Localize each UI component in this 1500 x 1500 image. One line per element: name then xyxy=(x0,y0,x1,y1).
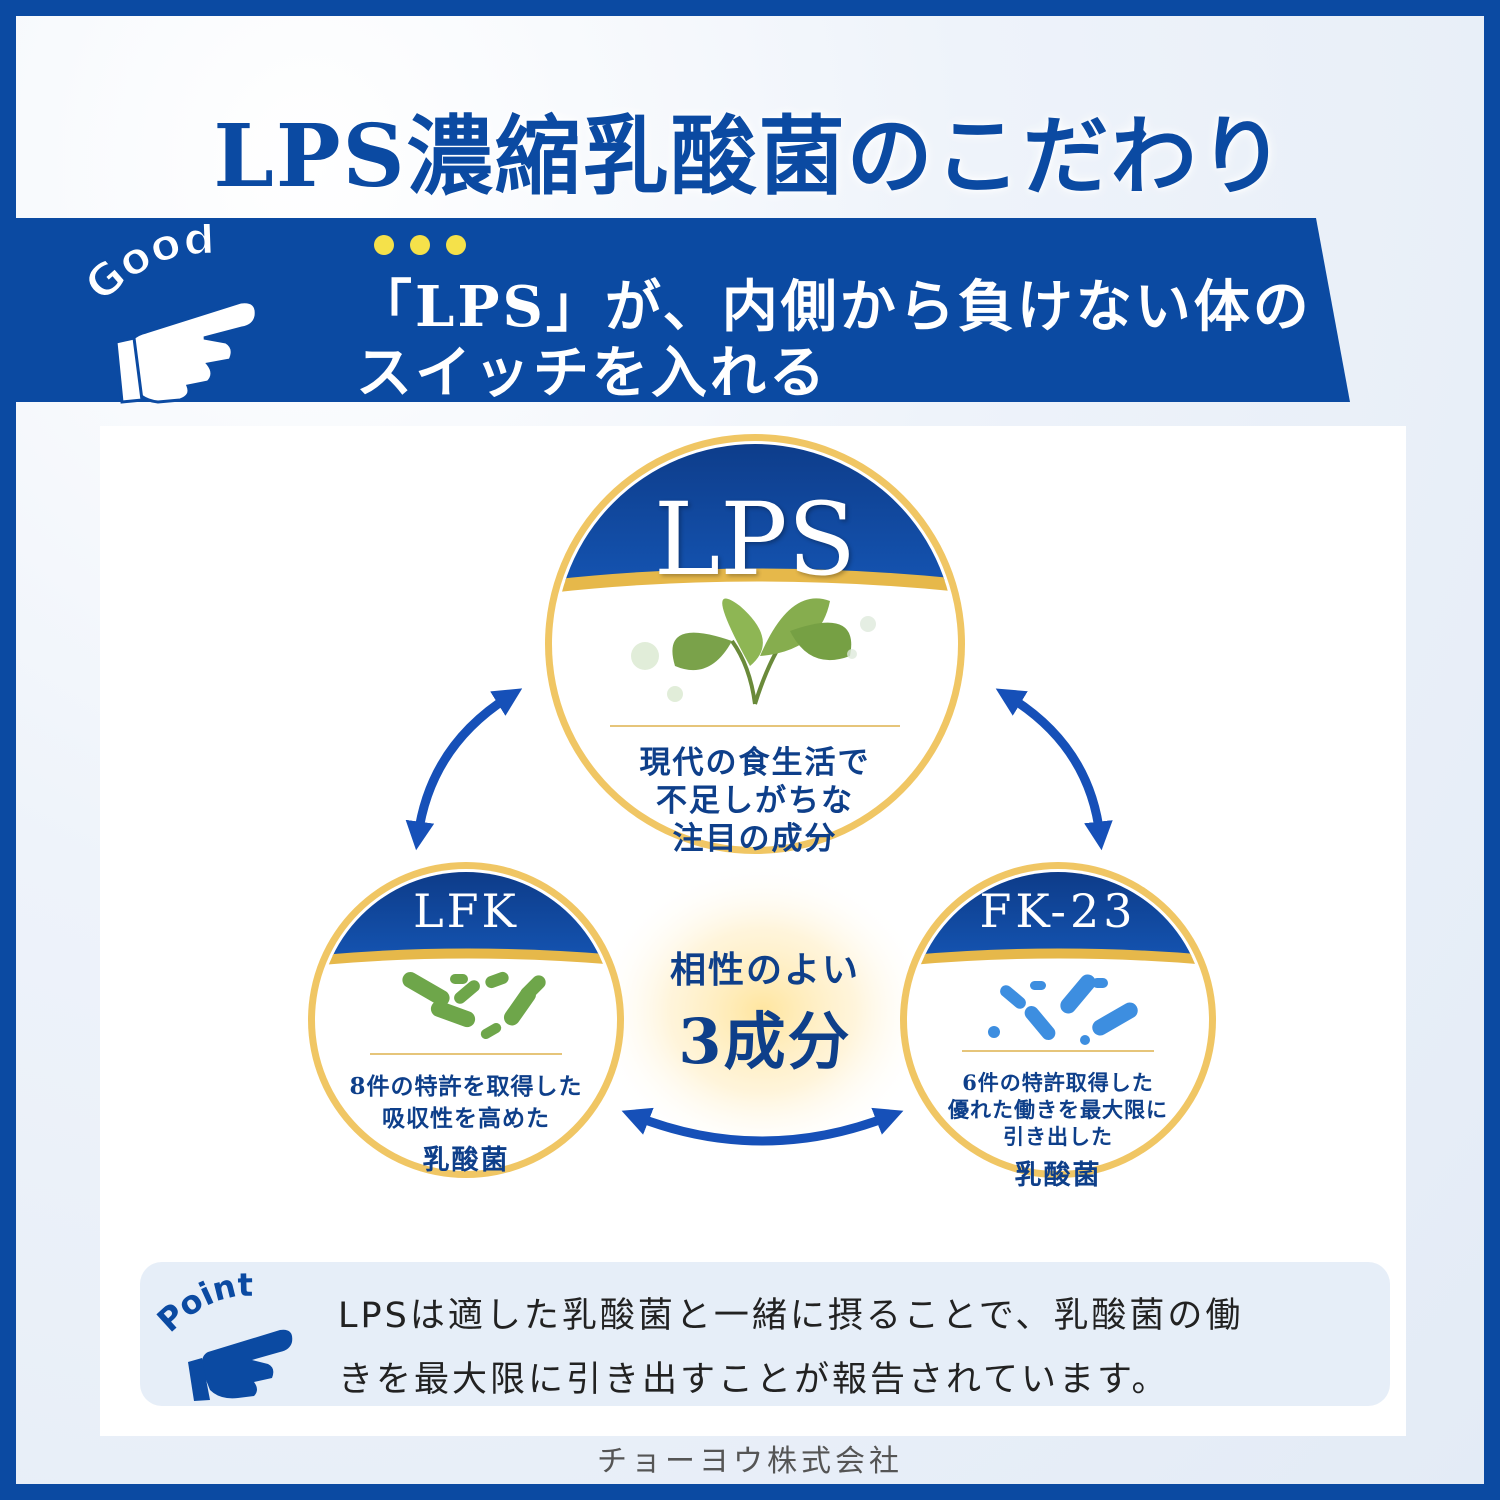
center-glow xyxy=(592,861,932,1161)
lfk-description: 8件の特許を取得した 吸収性を高めた xyxy=(316,1071,616,1135)
point-text-line: きを最大限に引き出すことが報告されています。 xyxy=(338,1360,1170,1400)
fk23-desc-line: 6件の特許取得した xyxy=(962,1070,1154,1095)
svg-text:Point: Point xyxy=(156,1272,253,1339)
lps-description: 現代の食生活で 不足しがちな 注目の成分 xyxy=(550,744,960,858)
lps-desc-line: 不足しがちな xyxy=(656,783,854,819)
lfk-heading: LFK xyxy=(413,884,519,938)
lps-heading: LPS xyxy=(653,481,857,598)
fk23-circle xyxy=(900,862,1216,1178)
green-bacteria-icon xyxy=(402,971,546,1039)
right-double-arrow xyxy=(995,688,1113,851)
fk23-lactic-acid-label: 乳酸菌 xyxy=(1014,1160,1102,1191)
point-text-line: LPSは適した乳酸菌と一緒に摂ることで、乳酸菌の働 xyxy=(338,1296,1244,1336)
blue-bacteria-icon xyxy=(988,974,1138,1045)
fk23-desc-line: 優れた働きを最大限に xyxy=(948,1097,1168,1122)
company-name: チョーヨウ株式会社 xyxy=(597,1444,903,1479)
center-label-line-2: 3成分 xyxy=(678,1005,852,1078)
lfk-desc-line: 8件の特許を取得した xyxy=(349,1073,583,1100)
good-pointing-hand-icon: Good xyxy=(76,224,258,404)
svg-text:Good: Good xyxy=(76,224,216,312)
point-pointing-hand-icon: Point xyxy=(156,1272,293,1401)
leaf-icon xyxy=(631,598,876,705)
content-panel: LPS 現代の食生活で 不足しがちな 注目の成分 LFK 8件の特許を取得した … xyxy=(100,426,1406,1436)
point-text: LPSは適した乳酸菌と一緒に摂ることで、乳酸菌の働 きを最大限に引き出すことが報… xyxy=(338,1284,1378,1412)
three-ingredient-diagram xyxy=(308,434,1216,1178)
banner-headline-line-2: スイッチを入れる xyxy=(356,340,828,406)
emphasis-dots xyxy=(374,235,466,255)
fk23-description: 6件の特許取得した 優れた働きを最大限に 引き出した xyxy=(908,1069,1208,1150)
lfk-lactic-acid-label: 乳酸菌 xyxy=(422,1145,510,1176)
point-callout: Point LPSは適した乳酸菌と一緒に摂ることで、乳酸菌の働 きを最大限に引き… xyxy=(140,1262,1390,1406)
lfk-desc-line: 吸収性を高めた xyxy=(382,1105,550,1132)
page-title: LPS濃縮乳酸菌のこだわり xyxy=(213,106,1287,207)
bottom-double-arrow xyxy=(621,1107,904,1146)
lps-desc-line: 現代の食生活で xyxy=(639,745,871,781)
center-label-line-1: 相性のよい xyxy=(669,949,860,991)
fk23-heading: FK-23 xyxy=(979,884,1137,938)
left-double-arrow xyxy=(405,688,523,851)
fk23-desc-line: 引き出した xyxy=(1003,1124,1113,1149)
lps-desc-line: 注目の成分 xyxy=(672,821,838,857)
banner-headline-line-1: 「LPS」が、内側から負けない体の xyxy=(356,274,1312,340)
